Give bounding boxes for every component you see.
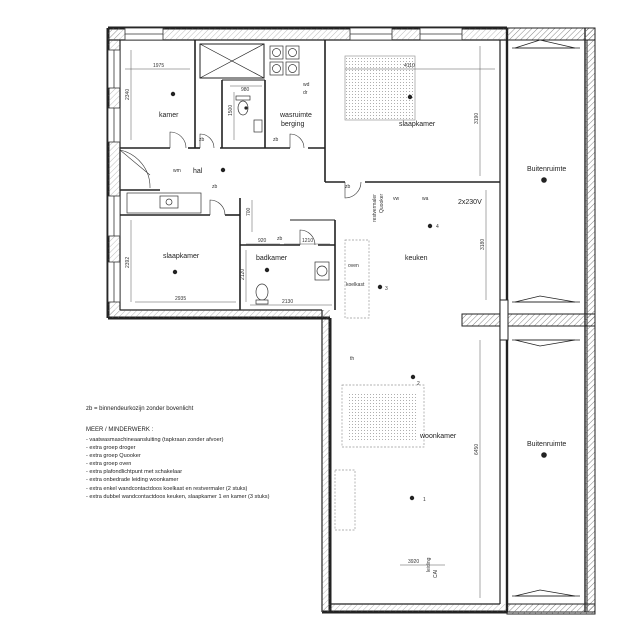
room-label-buitenruimte-bottom: Buitenruimte [527,441,566,448]
lighting-points [170,91,547,501]
marker-leiding: leiding [426,557,432,572]
room-label-buitenruimte-top: Buitenruimte [527,166,566,173]
marker-dr: dr [303,90,308,96]
marker-zb-1: zb [199,137,205,143]
dim-3190: 3190 [474,113,480,124]
marker-zb-2: zb [273,137,279,143]
room-label-slaapkamer-left: slaapkamer [163,253,200,260]
marker-th: th [350,356,354,362]
marker-wd: wd [303,82,310,88]
room-label-hal: hal [193,168,203,175]
marker-n3: 3 [385,286,388,292]
marker-oven: oven [348,263,359,269]
dim-2340: 2340 [125,89,131,100]
dim-6450: 6450 [474,444,480,455]
marker-wm: wm [173,168,181,174]
legend-note: zb = binnendeurkozijn zonder bovenlicht [86,406,194,412]
list-item: - vaatwasmaschineaansluiting (tapkraan z… [86,437,224,443]
dim-2120: 2120 [240,269,246,280]
wall-hatching [108,28,507,612]
list-item: - extra groep droger [86,445,136,452]
room-label-berging: berging [281,121,304,128]
dim-4110: 4110 [404,63,415,69]
marker-cai: CAI [433,570,439,578]
meer-minderwerk-title: MEER / MINDERWERK : [86,427,154,433]
marker-n4: 4 [436,224,439,230]
balcony-structure [461,27,596,615]
marker-zb-3: zb [212,184,218,190]
windows-left [107,49,121,303]
room-label-keuken: keuken [405,255,428,262]
list-item: - extra plafondlichtpunt met schakelaar [86,469,183,476]
marker-restvermaler: restvermaler [372,194,378,222]
list-item: - extra dubbel wandcontactdoos keuken, s… [86,493,270,500]
fixtures [126,45,425,531]
room-label-slaapkamer-top: slaapkamer [399,121,436,128]
dim-3180: 3180 [480,239,486,250]
room-label-wasruimte: wasruimte [279,112,312,119]
dim-1975: 1975 [153,63,164,69]
list-item: - extra onbedrade leiding woonkamer [86,477,179,484]
marker-wa: wa [422,196,429,202]
room-label-kamer: kamer [159,112,179,119]
dimension-lines [125,46,495,598]
list-item: - extra groep Quooker [86,453,141,460]
dim-1500: 1500 [228,105,234,116]
marker-zb-4: zb [277,236,283,242]
dim-700: 700 [246,207,252,216]
room-label-badkamer: badkamer [256,255,288,262]
meer-minderwerk-list: - vaatwasmaschineaansluiting (tapkraan z… [86,436,269,501]
windows-top [124,27,463,41]
marker-power: 2x230V [458,199,482,206]
interior-walls [120,40,500,310]
marker-quooker: Quooker [379,193,385,213]
marker-n2: 2 [417,381,420,387]
room-label-woonkamer: woonkamer [419,433,457,440]
dim-2392: 2392 [125,257,131,268]
list-item: - extra groep oven [86,461,132,468]
dim-980: 980 [241,87,250,93]
dim-920: 920 [258,238,267,244]
dim-2935: 2935 [175,296,186,302]
door-swings [119,131,362,311]
dim-3920: 3920 [408,559,419,565]
marker-vw: vw [393,196,400,202]
marker-zb-5: zb [345,184,351,190]
marker-koelkast: koelkast [346,282,365,288]
list-item: - extra enkel wandcontactdoos koelkast e… [86,485,248,492]
dim-1210: 1210 [302,238,313,244]
dim-2130: 2130 [282,299,293,305]
marker-n1: 1 [423,497,426,503]
